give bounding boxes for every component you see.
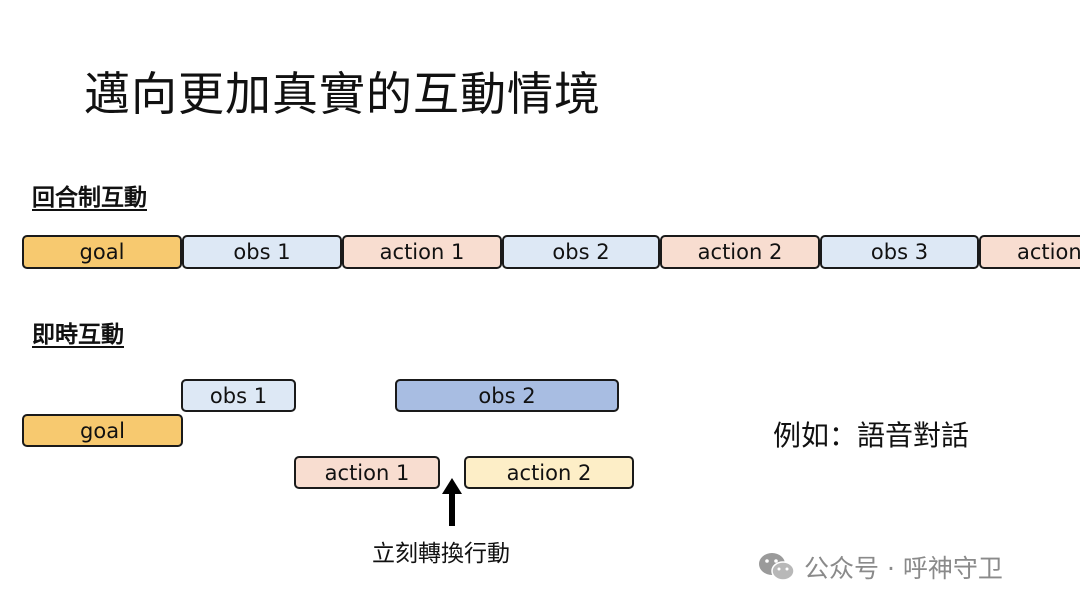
turn-obs1-block: obs 1: [182, 235, 342, 269]
turn-action3-block: action: [979, 235, 1080, 269]
turn-action2-block: action 2: [660, 235, 820, 269]
watermark-text: 公众号 · 呼神守卫: [804, 554, 1003, 583]
watermark: 公众号 · 呼神守卫: [758, 549, 1003, 585]
realtime-action2-block: action 2: [464, 456, 634, 489]
realtime-action1-block: action 1: [294, 456, 440, 489]
page-title: 邁向更加真實的互動情境: [84, 67, 601, 121]
turn-goal-block: goal: [22, 235, 182, 269]
wechat-icon: [759, 553, 795, 581]
turn-based-heading: 回合制互動: [32, 185, 147, 211]
realtime-obs1-block: obs 1: [181, 379, 296, 412]
realtime-obs2-block: obs 2: [395, 379, 619, 412]
example-note: 例如：語音對話: [773, 419, 970, 452]
switch-arrow-icon: [442, 478, 462, 526]
arrow-caption: 立刻轉換行動: [372, 541, 510, 567]
turn-obs2-block: obs 2: [502, 235, 660, 269]
realtime-goal-block: goal: [22, 414, 183, 447]
realtime-heading: 即時互動: [32, 322, 124, 348]
turn-obs3-block: obs 3: [820, 235, 979, 269]
turn-action1-block: action 1: [342, 235, 502, 269]
